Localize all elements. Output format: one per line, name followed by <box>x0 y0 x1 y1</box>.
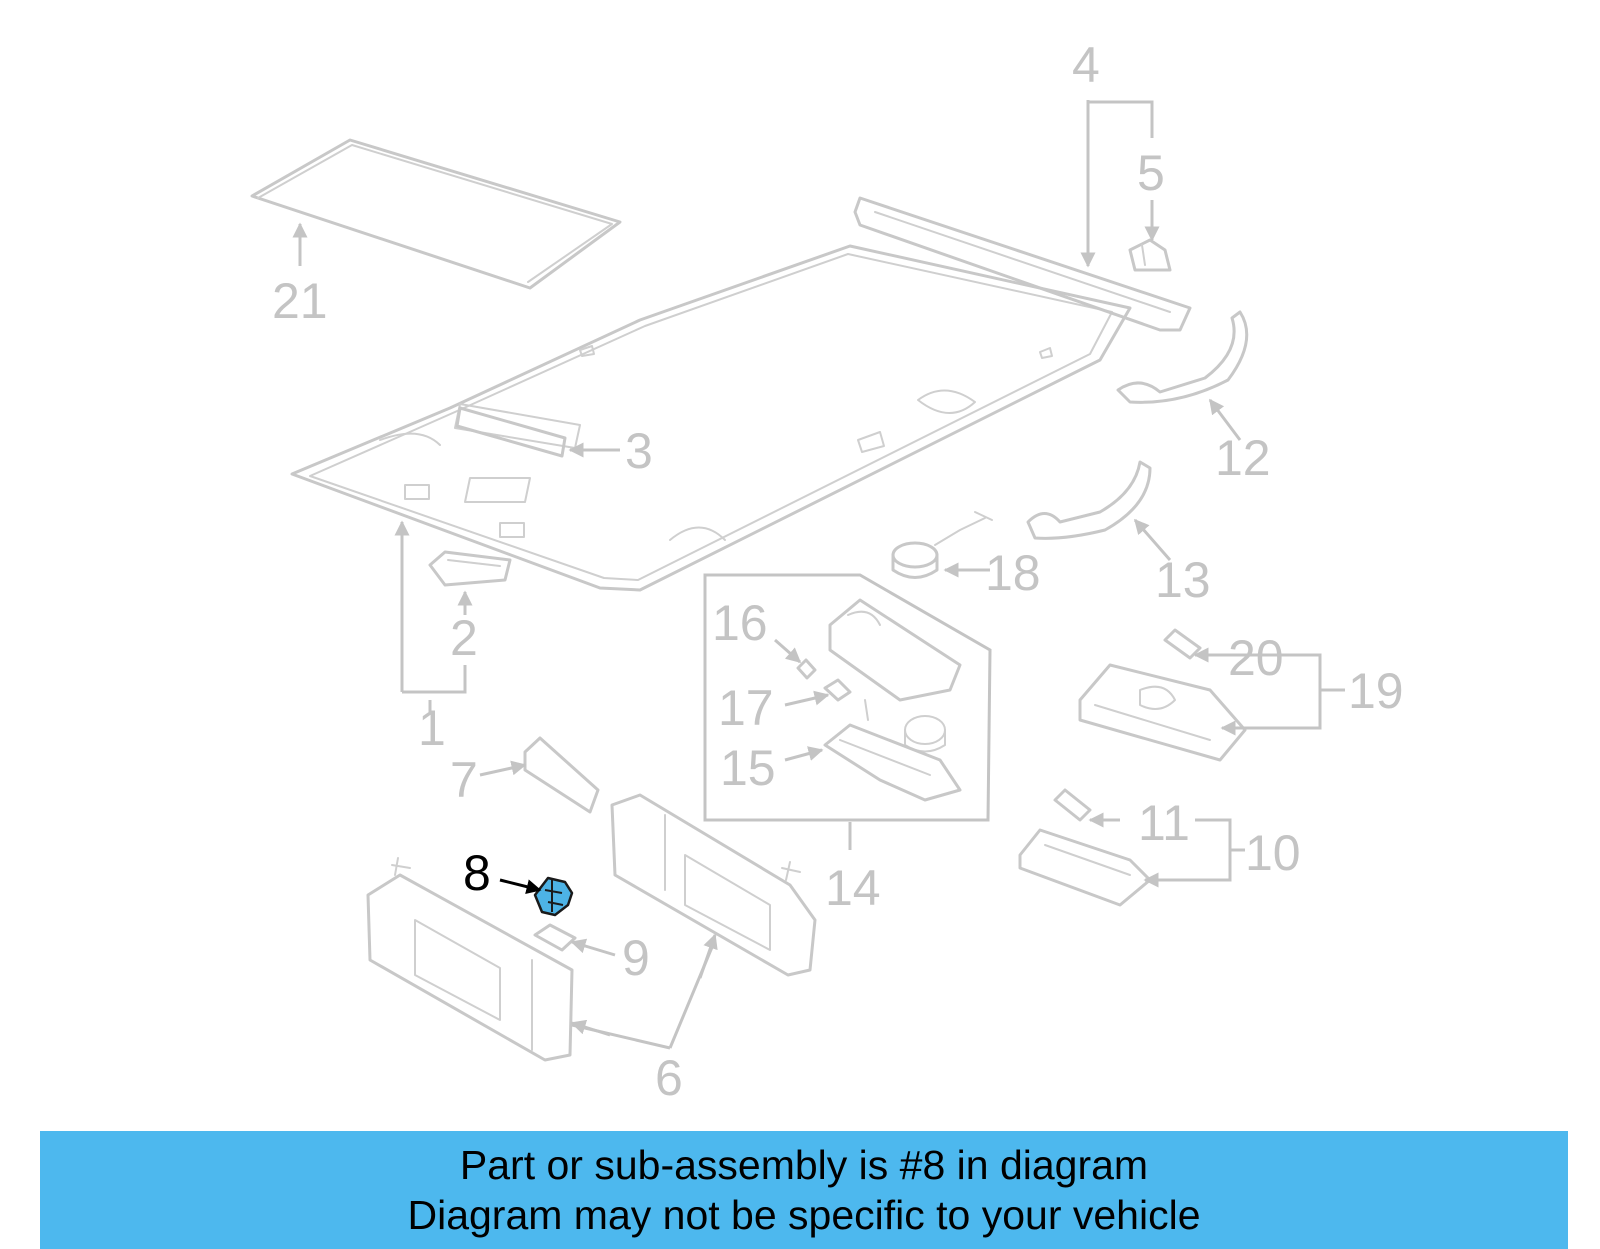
part-20-bulb <box>1163 628 1202 660</box>
callout-2: 2 <box>450 610 478 666</box>
part-1-headliner <box>290 244 1132 592</box>
callout-3: 3 <box>625 423 653 479</box>
leader-13 <box>1133 518 1172 561</box>
callout-21: 21 <box>272 273 328 329</box>
callout-16: 16 <box>712 595 768 651</box>
part-9-clip <box>533 923 577 952</box>
callout-8: 8 <box>463 845 491 901</box>
callout-box-14 <box>703 573 992 822</box>
part-21-sunshade-panel <box>250 138 622 290</box>
callout-13: 13 <box>1155 552 1211 608</box>
callout-11: 11 <box>1138 795 1190 851</box>
part-8-visor-clip <box>533 876 574 917</box>
leader-10-11 <box>1160 818 1245 882</box>
part-16-bulb <box>796 658 817 680</box>
info-banner: Part or sub-assembly is #8 in diagram Di… <box>40 1131 1568 1249</box>
callout-7: 7 <box>450 752 478 808</box>
callout-19: 19 <box>1348 663 1404 719</box>
part-11-bulb <box>1053 788 1092 822</box>
leader-19-20 <box>1240 653 1345 730</box>
part-2-lamp <box>428 550 512 587</box>
callout-15: 15 <box>720 740 776 796</box>
callout-6: 6 <box>655 1050 683 1106</box>
part-17-bulb <box>823 678 869 721</box>
part-5-clip <box>1128 238 1172 272</box>
callout-17: 17 <box>718 680 774 736</box>
leader-12 <box>1208 398 1242 441</box>
leader-8 <box>499 878 542 895</box>
leader-17 <box>784 690 830 707</box>
part-13-grab-handle <box>1026 460 1152 540</box>
leader-15 <box>784 746 824 762</box>
callout-14: 14 <box>825 860 881 916</box>
callout-10: 10 <box>1245 825 1301 881</box>
leader-9 <box>570 938 616 957</box>
leader-16 <box>774 638 802 664</box>
part-18-sensor <box>891 511 993 579</box>
callout-4: 4 <box>1072 37 1100 93</box>
part-19-rear-lamp <box>1078 663 1247 762</box>
leader-6-arrow-right <box>698 933 718 979</box>
part-7-trim <box>523 736 600 814</box>
banner-line-1: Part or sub-assembly is #8 in diagram <box>459 1142 1149 1188</box>
callout-12: 12 <box>1215 430 1271 486</box>
callout-9: 9 <box>622 930 650 986</box>
part-6-sun-visor-left <box>366 857 574 1062</box>
leader-6-arrow-left <box>570 1019 611 1037</box>
callout-1: 1 <box>418 700 446 756</box>
callout-5: 5 <box>1137 145 1165 201</box>
part-4-roof-rail <box>853 196 1192 332</box>
leader-7 <box>479 760 527 777</box>
part-3-trim-strip <box>455 406 567 458</box>
part-10-map-lamp <box>1018 828 1152 907</box>
callout-18: 18 <box>985 545 1041 601</box>
part-15-lens <box>823 723 962 802</box>
part-12-grab-handle <box>1116 310 1249 404</box>
banner-line-2: Diagram may not be specific to your vehi… <box>407 1192 1201 1238</box>
callout-20: 20 <box>1228 630 1284 686</box>
part-6-sun-visor-right <box>610 793 817 977</box>
